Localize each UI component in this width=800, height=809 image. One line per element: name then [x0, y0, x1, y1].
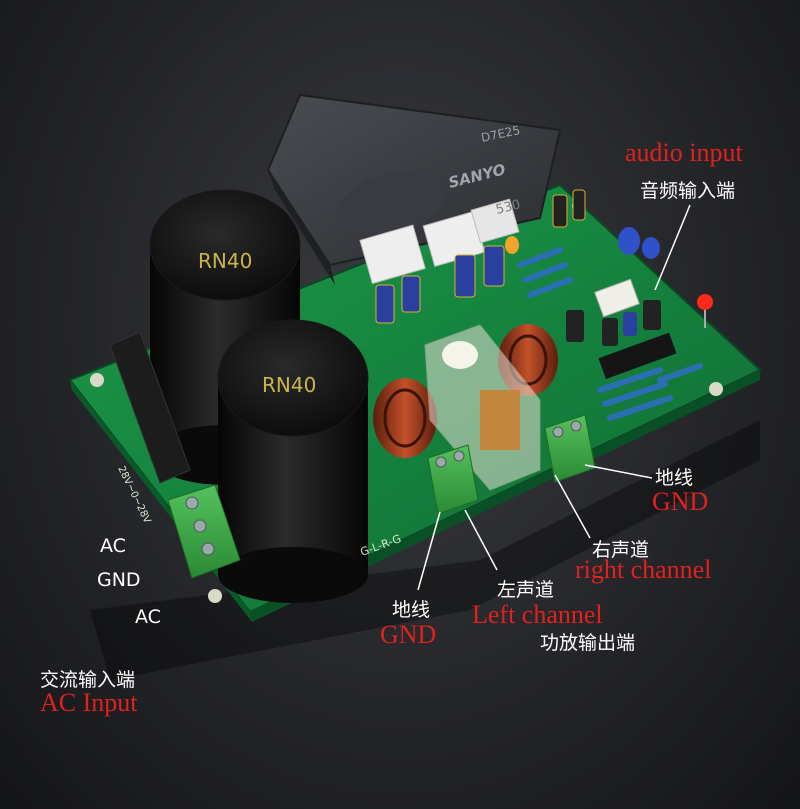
ic-lower-face — [268, 170, 335, 285]
gnd-right-cn-label: 地线 — [655, 467, 694, 489]
input-connector — [594, 278, 640, 318]
right-channel-label: right channel — [575, 555, 712, 584]
gnd-mid-cn-label: 地线 — [392, 599, 431, 621]
led — [697, 294, 713, 310]
op-amp-chip — [598, 332, 677, 379]
mounting-hole — [709, 382, 723, 396]
left-channel-cn-label: 左声道 — [497, 579, 555, 601]
speaker-terminal-left — [427, 444, 479, 515]
power-resistor — [470, 198, 520, 244]
ac-bottom-label: AC — [135, 606, 161, 628]
ac-input-label: AC Input — [40, 688, 138, 717]
ic-part-suffix: 530 — [494, 197, 522, 218]
gnd-mid-label: GND — [380, 620, 437, 649]
audio-input-label: audio input — [625, 138, 743, 167]
output-coil-left — [373, 378, 437, 458]
amp-output-cn-label: 功放输出端 — [540, 632, 636, 654]
ac-top-label: AC — [100, 535, 126, 557]
mounting-hole — [90, 373, 104, 387]
filter-capacitor-front — [217, 319, 369, 603]
rectifier-heatsink — [109, 331, 191, 484]
ac-gnd-label: GND — [97, 569, 141, 591]
right-channel-cn-label: 右声道 — [592, 539, 650, 561]
pcb-edge-front — [250, 370, 760, 622]
audio-input-cn-label: 音频输入端 — [640, 180, 736, 202]
gnd-right-label: GND — [652, 487, 709, 516]
mounting-hole — [208, 589, 222, 603]
power-input-terminal — [167, 484, 241, 579]
left-channel-label: Left channel — [472, 600, 603, 629]
capacitor-marking-front: RN40 — [262, 373, 316, 397]
speaker-terminal-right — [544, 414, 596, 483]
power-resistor — [359, 224, 426, 285]
relay — [424, 324, 541, 491]
small-capacitors — [375, 189, 661, 346]
pointer-lines — [417, 204, 691, 591]
capacitor-marking-back: RN40 — [198, 249, 252, 273]
resistor-array — [517, 247, 703, 421]
ac-input-cn-label: 交流输入端 — [40, 669, 136, 691]
ic-mount-boss — [336, 172, 444, 238]
